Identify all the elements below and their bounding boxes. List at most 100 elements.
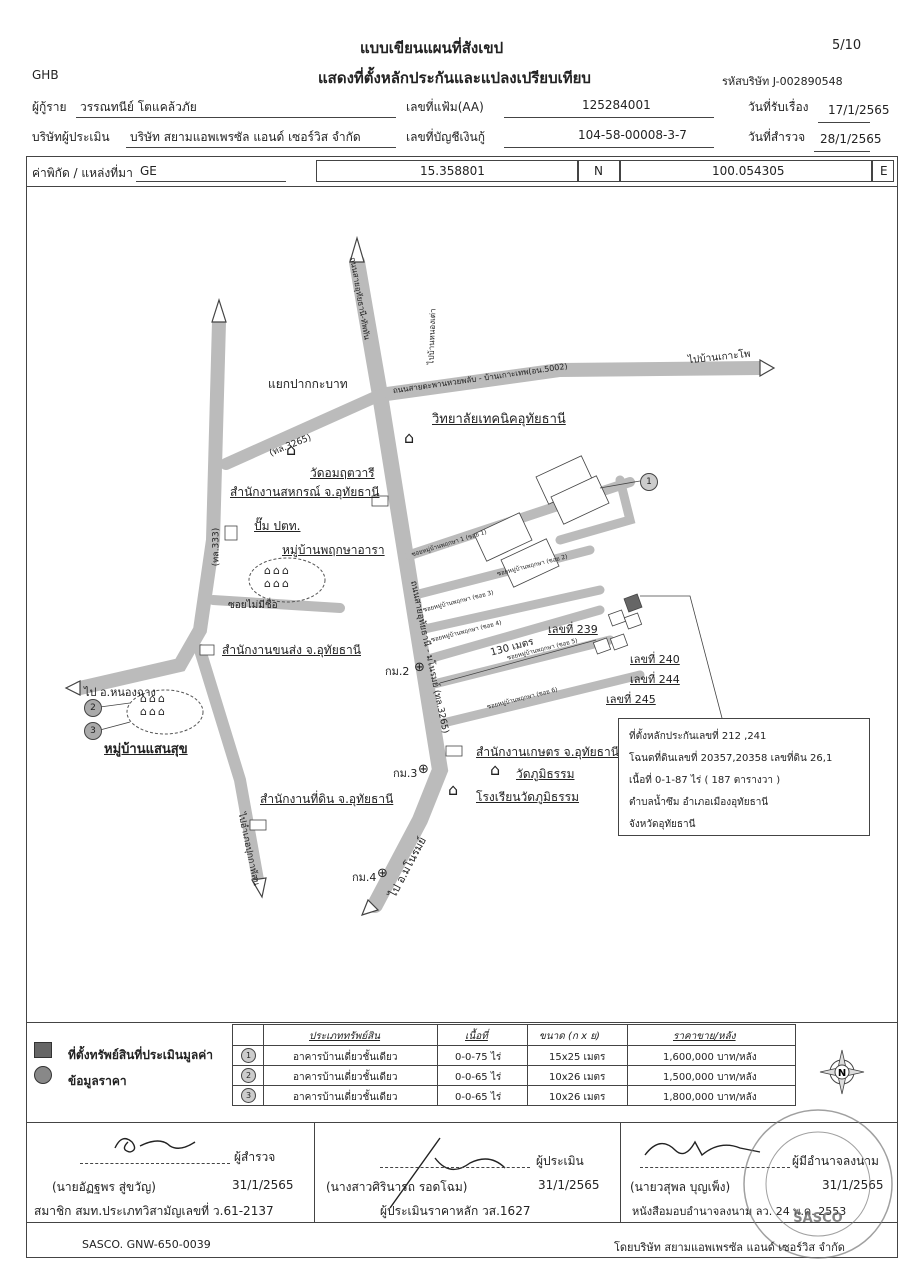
surveyor-role: ผู้สำรวจ xyxy=(234,1150,276,1164)
svg-text:N: N xyxy=(838,1068,846,1079)
underline xyxy=(126,147,396,148)
subject-lots xyxy=(592,593,643,655)
company-seal: SASCO xyxy=(743,1109,893,1259)
table-header: ประเภททรัพย์สิน xyxy=(309,1031,381,1042)
account-number: 104-58-00008-3-7 xyxy=(578,128,687,142)
marker-leader-3 xyxy=(99,721,131,731)
to-north-label: ไปบ้านหนองเต่า xyxy=(426,308,438,365)
table-header: เนื้อที่ xyxy=(465,1031,488,1042)
signature-col-divider xyxy=(314,1122,315,1222)
land-office-label: สำนักงานที่ดิน จ.อุทัยธานี xyxy=(260,792,394,806)
account-label: เลขที่บัญชีเงินกู้ xyxy=(406,130,485,144)
signature-line xyxy=(380,1167,530,1168)
table-cell-area: 0-0-65 ไร่ xyxy=(455,1092,502,1103)
building-icons xyxy=(199,495,463,831)
surveyor-signature xyxy=(114,1137,196,1153)
subject-legend-label: ที่ตั้งทรัพย์สินที่ประเมินมูลค่า xyxy=(68,1048,214,1062)
distance-line xyxy=(439,639,597,684)
file-number: 125284001 xyxy=(582,98,651,112)
side-road-v xyxy=(555,475,636,545)
company-code: รหัสบริษัท J-002890548 xyxy=(722,75,843,88)
survey-label: วันที่สำรวจ xyxy=(748,130,806,144)
village-saensuk-ellipse xyxy=(126,689,204,735)
direction-arrows xyxy=(64,235,776,916)
row-divider xyxy=(233,1085,795,1086)
footer-code: SASCO. GNW-650-0039 xyxy=(82,1238,211,1251)
latitude: 15.358801 xyxy=(420,164,485,178)
arrow-west xyxy=(64,680,81,696)
road-333-label: (ทล.333) xyxy=(211,527,222,567)
school-label: โรงเรียนวัดภูมิธรรม xyxy=(476,790,580,804)
table-cell-type: อาคารบ้านเดี่ยวชั้นเดียว xyxy=(293,1052,398,1063)
side-road-3 xyxy=(415,585,605,635)
appraiser-name: (นางสาวศิรินารถ รอดโฉม) xyxy=(326,1180,468,1194)
side-road-2 xyxy=(410,545,595,600)
location-map xyxy=(64,235,776,916)
subject-legend-square xyxy=(34,1042,52,1058)
row-marker: 2 xyxy=(241,1068,256,1083)
info-line: จังหวัดอุทัยธานี xyxy=(629,819,696,830)
arrow-south-sw xyxy=(251,877,267,899)
road-sw xyxy=(194,644,264,886)
gas-label: ปั๊ม ปตท. xyxy=(254,519,301,533)
table-cell-price: 1,500,000 บาท/หลัง xyxy=(663,1072,757,1083)
lat-cell xyxy=(316,160,578,182)
road-west xyxy=(220,389,386,470)
page-number: 5/10 xyxy=(832,38,862,53)
km-marker: กม.2 xyxy=(385,665,410,678)
transport-building-icon xyxy=(199,644,215,656)
file-label: เลขที่แฟ้ม(AA) xyxy=(406,100,484,114)
title-line-1: แบบเขียนแผนที่สังเขป xyxy=(360,39,504,57)
temple-icon: ⌂ xyxy=(490,760,501,779)
underline xyxy=(818,122,870,123)
signature-line xyxy=(640,1167,790,1168)
school-icon: ⌂ xyxy=(448,780,459,799)
houses-icon: ⌂⌂⌂⌂⌂⌂ xyxy=(264,564,291,590)
km-marker-symbol: ⊕ xyxy=(414,660,425,675)
appraiser-date: 31/1/2565 xyxy=(538,1178,600,1192)
row-marker: 1 xyxy=(241,1048,256,1063)
junction-label: แยกปากกะบาท xyxy=(268,377,348,391)
authorized-cert: หนังสือมอบอำนาจลงนาม ลว. 24 พ.ค. 2553 xyxy=(632,1205,847,1218)
km-marker: กม.3 xyxy=(393,767,418,780)
underline xyxy=(76,117,396,118)
row-divider xyxy=(233,1065,795,1066)
comparable-legend-circle xyxy=(34,1066,52,1084)
appraiser-role: ผู้ประเมิน xyxy=(536,1154,584,1168)
table-cell-area: 0-0-65 ไร่ xyxy=(455,1072,502,1083)
comparable-marker-3: 3 xyxy=(84,722,102,740)
received-date: 17/1/2565 xyxy=(828,103,890,117)
map-frame xyxy=(26,156,898,1258)
side-road-4 xyxy=(420,605,605,665)
legend-divider xyxy=(26,1022,898,1023)
table-cell-price: 1,600,000 บาท/หลัง xyxy=(663,1052,757,1063)
svg-text:SASCO: SASCO xyxy=(793,1211,842,1226)
borrower-label: ผู้กู้ราย xyxy=(32,100,67,114)
road-333 xyxy=(73,315,226,695)
km-marker-symbol: ⊕ xyxy=(418,762,429,777)
road-5002 xyxy=(373,361,767,402)
table-cell-size: 15x25 เมตร xyxy=(549,1052,606,1063)
coords-source: GE xyxy=(140,164,157,178)
row-divider xyxy=(233,1045,795,1046)
appraiser-signature xyxy=(389,1137,506,1209)
coop-building-icon xyxy=(371,495,389,507)
coords-divider xyxy=(26,186,898,187)
table-cell-size: 10x26 เมตร xyxy=(549,1092,606,1103)
wat-amarat-label: วัดอมฤตวารี xyxy=(310,466,375,480)
authorized-role: ผู้มีอำนาจลงนาม xyxy=(792,1154,879,1168)
n-label: N xyxy=(594,164,603,178)
side-road-6 xyxy=(430,670,645,730)
signature-line xyxy=(80,1163,230,1164)
college-icon: ⌂ xyxy=(404,428,415,447)
info-line: ตำบลน้ำซึม อำเภอเมืองอุทัยธานี xyxy=(629,797,769,808)
marker-leader-1 xyxy=(599,480,641,489)
underline xyxy=(504,117,714,118)
km-marker: กม.4 xyxy=(352,871,377,884)
wat-phumi-label: วัดภูมิธรรม xyxy=(516,767,575,781)
transport-label: สำนักงานขนส่ง จ.อุทัยธานี xyxy=(222,643,361,657)
lot-240-label: เลขที่ 240 xyxy=(630,653,680,666)
callout-leader xyxy=(640,595,723,719)
surveyor-name: (นายอัฏฐพร สู่ขวัญ) xyxy=(52,1180,156,1194)
agri-building-icon xyxy=(445,745,463,757)
